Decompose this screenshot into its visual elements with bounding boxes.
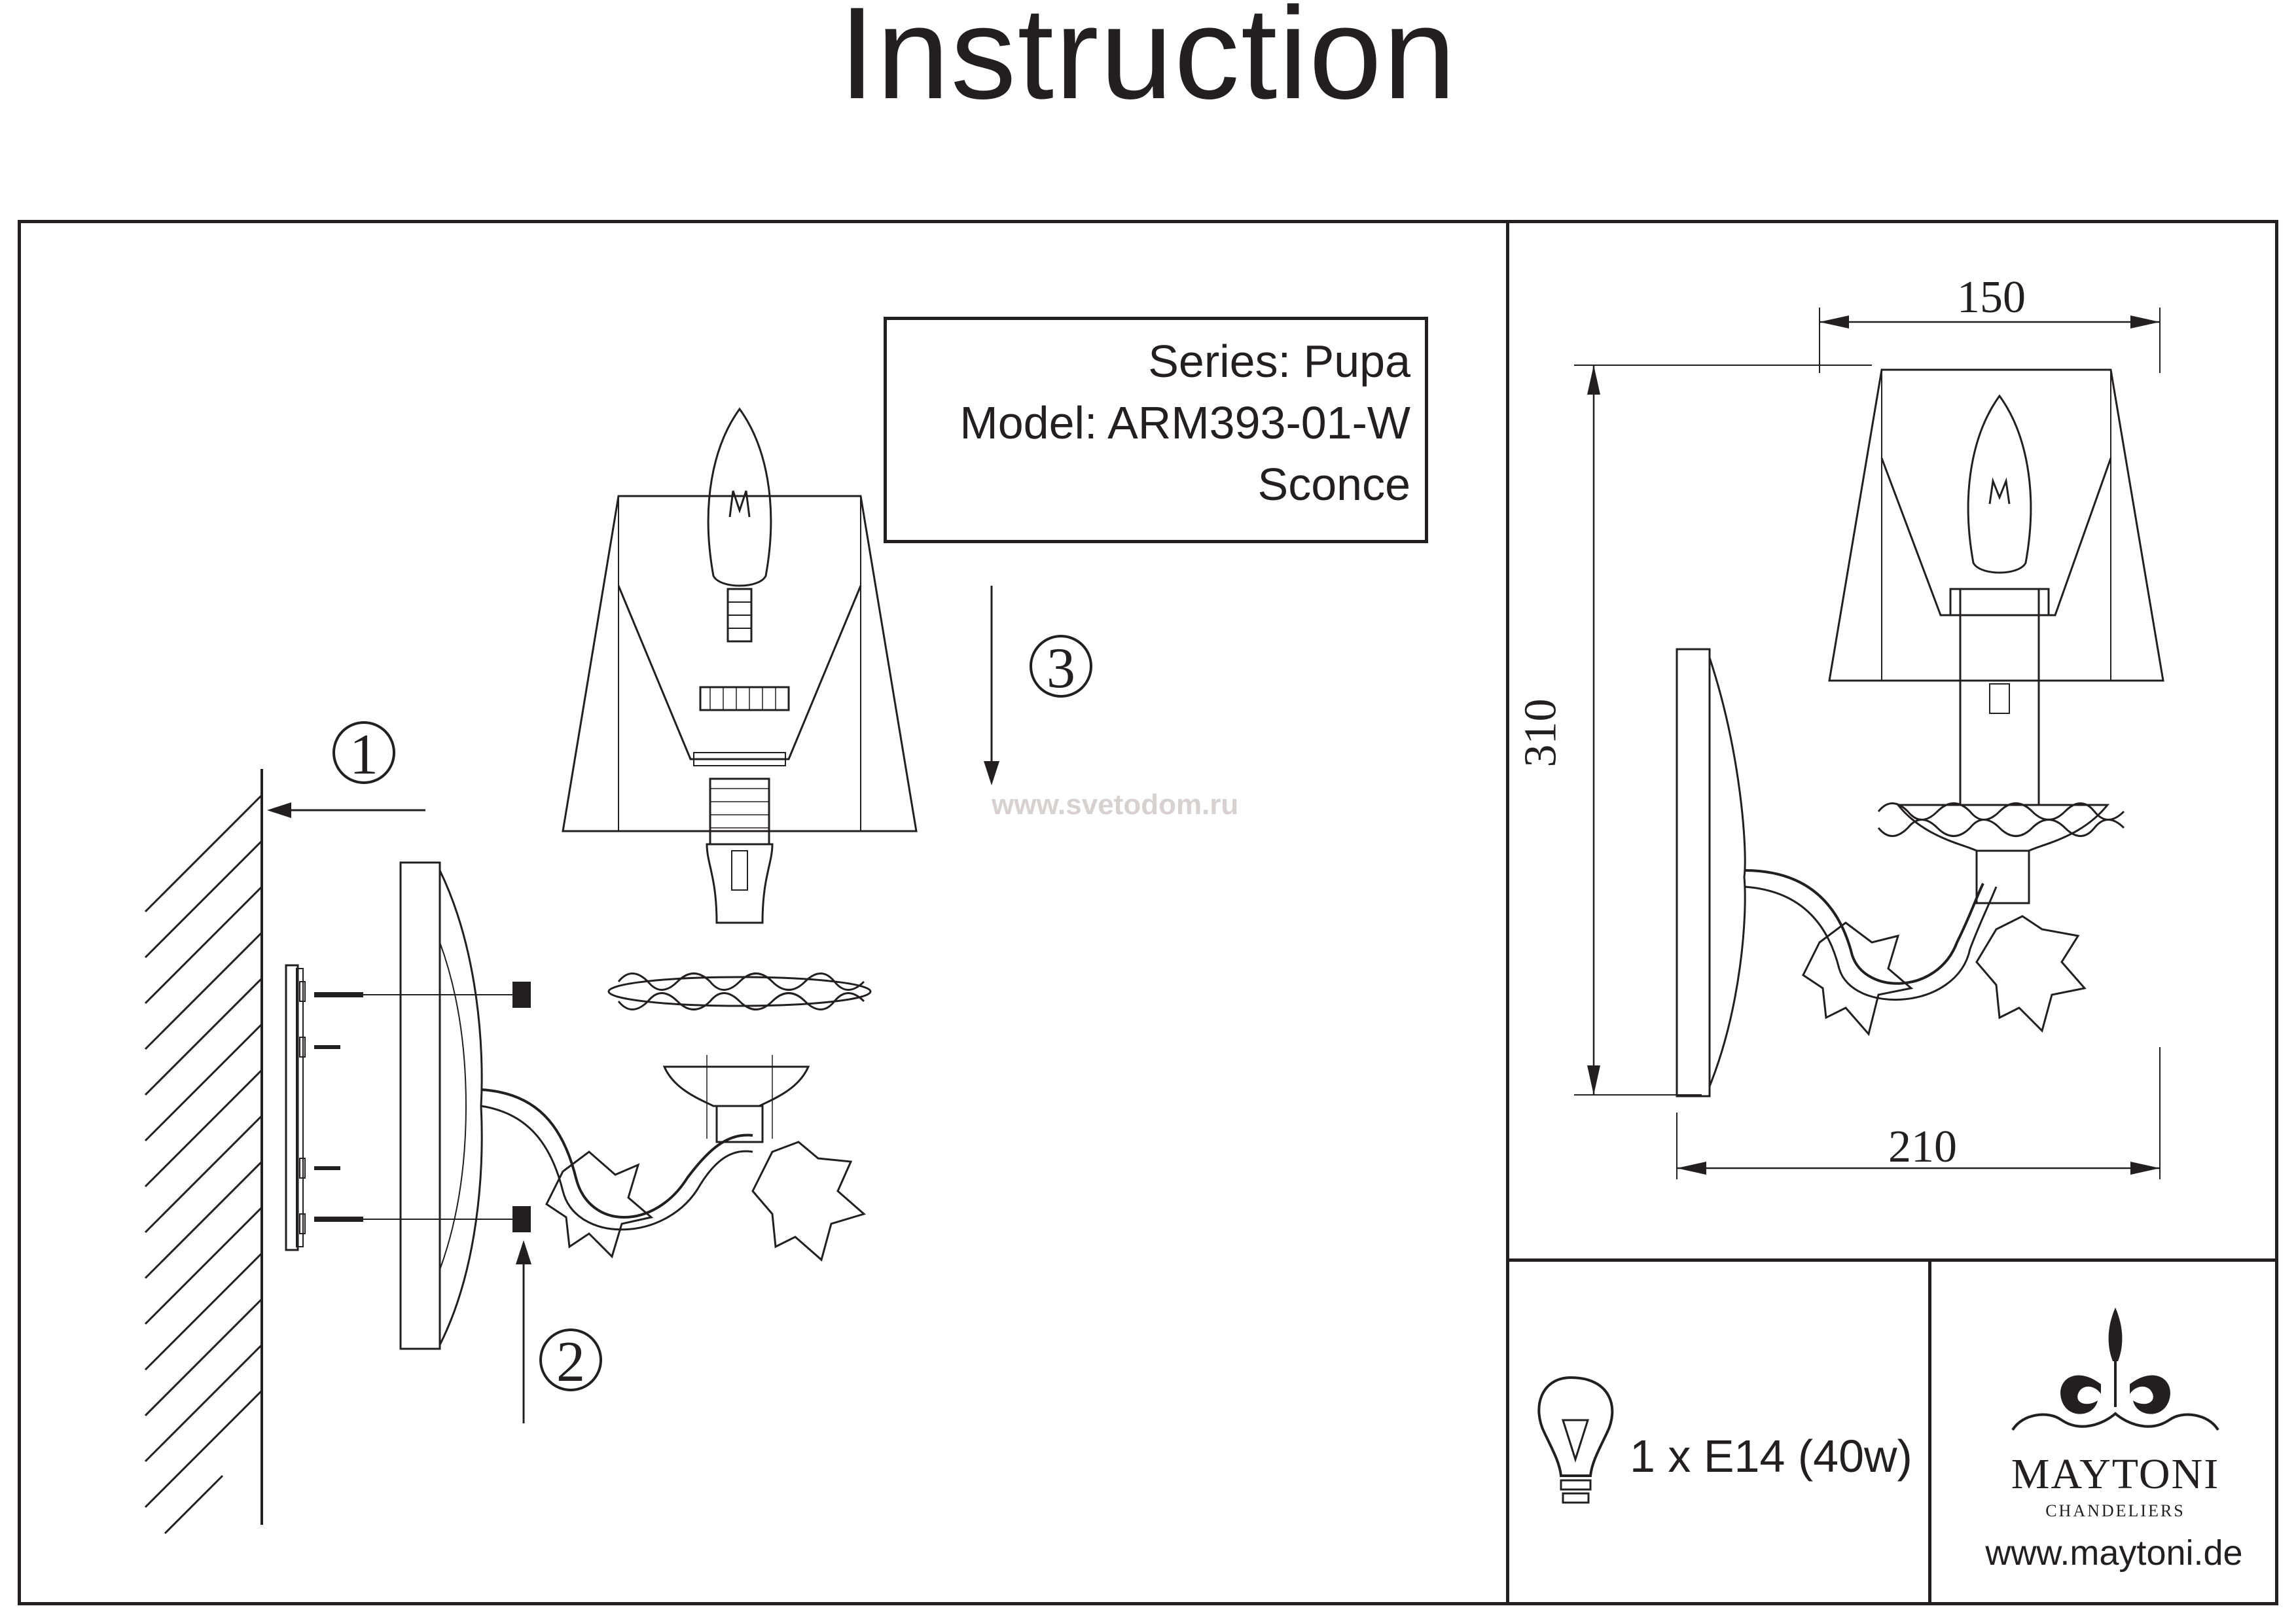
dimension-width-label: 150 [1957,272,2026,323]
frame-divider-vertical [1506,220,1509,1605]
product-info-box: Series: Pupa Model: ARM393-01-W Sconce [884,317,1428,543]
height-dimension [1574,365,1872,1096]
side-backplate [1676,648,1746,1097]
drawing-frame [18,220,2278,1605]
screws [314,982,531,1232]
brand-url[interactable]: www.maytoni.de [1985,1533,2243,1573]
page-title: Instruction [838,0,1458,126]
side-arm [1744,869,2087,1037]
candle-holder [662,1055,810,1143]
lamp-shade [562,495,918,832]
dimension-height-label: 310 [1515,698,1566,768]
brand-name: MAYTONI [2011,1450,2220,1498]
light-bulb-icon [1537,1376,1614,1504]
lamp-arm [480,1088,753,1231]
series-label: Series: Pupa [1148,336,1410,387]
frame-divider-horizontal [1506,1258,2278,1262]
bulb-spec: 1 x E14 (40w) [1630,1431,1912,1482]
step-3-marker: 3 [1030,635,1092,700]
step-2-marker: 2 [539,1329,602,1394]
width-dimension [1819,308,2161,373]
grape-leaf-decoration [545,1141,867,1262]
mounting-plate [285,964,306,1251]
arrow-step-3 [984,586,999,785]
type-label: Sconce [1257,459,1410,510]
side-candle-holder [1877,802,2125,904]
arrow-step-1 [267,802,425,818]
model-label: Model: ARM393-01-W [960,397,1410,448]
step-1-marker: 1 [332,721,395,787]
frame-divider-footer [1928,1258,1931,1605]
side-socket [1949,588,2050,806]
brand-subtitle: CHANDELIERS [2045,1501,2185,1520]
side-shade [1828,368,2164,682]
watermark: www.svetodom.ru [992,789,1239,821]
grape-ring [607,972,872,1010]
maytoni-logo-icon [2011,1308,2219,1431]
lamp-socket [706,777,774,924]
candle-bulb [699,407,790,711]
wall-hatching [144,769,263,1535]
dimension-depth-label: 210 [1888,1122,1957,1172]
side-bulb [1967,394,2032,574]
depth-dimension [1676,1047,2161,1179]
arrow-step-2 [516,1240,531,1423]
